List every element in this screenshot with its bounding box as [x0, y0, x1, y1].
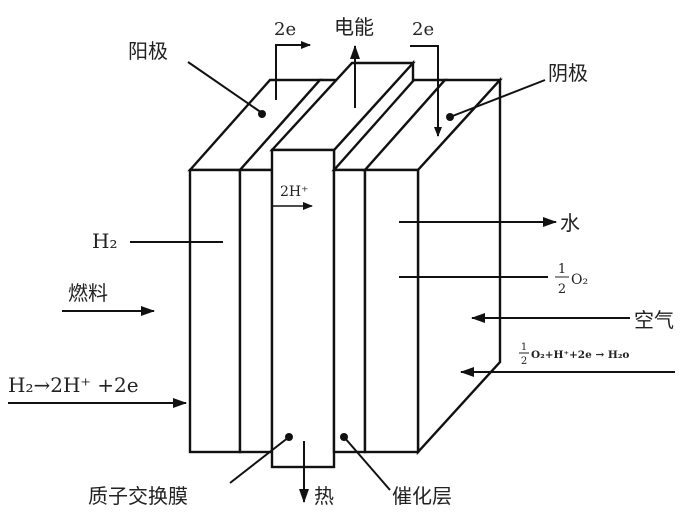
catalyst-layer-label: 催化层: [392, 484, 452, 508]
cathode-dot: [446, 113, 454, 121]
electron-flow-left: 2e: [274, 19, 311, 100]
right-catalyst-layer: [331, 78, 448, 454]
electrons-right-label: 2e: [412, 19, 434, 40]
anode-label: 阳极: [128, 39, 168, 63]
heat-group: 热: [299, 441, 334, 508]
anode-label-group: 阳极: [128, 39, 266, 118]
hydrogen-label: H₂: [92, 229, 117, 253]
fraction-numerator: 1: [558, 262, 566, 277]
arrow-down-icon: [410, 45, 442, 137]
catalyst-label-group: 催化层: [340, 433, 452, 508]
cathode-label: 阴极: [548, 61, 588, 85]
water-group: 水: [399, 211, 580, 235]
fraction-numerator: 1: [521, 342, 527, 353]
proton-flow: 2H⁺: [273, 184, 313, 210]
cathode-reaction-group: 1 2 O₂+H⁺+2e → H₂o: [460, 342, 675, 377]
electrons-left-label: 2e: [274, 19, 296, 40]
air-group: 空气: [471, 308, 674, 332]
arrow-icon: [275, 41, 311, 100]
proton-flow-label: 2H⁺: [280, 184, 309, 200]
membrane-label-group: 质子交换膜: [88, 433, 293, 508]
cathode-label-group: 阴极: [446, 61, 588, 121]
electron-flow-right: 2e: [410, 19, 442, 137]
anode-slab: [187, 78, 323, 454]
air-label: 空气: [634, 308, 674, 332]
water-label: 水: [560, 211, 580, 235]
fuel-group: 燃料: [62, 281, 155, 316]
fraction-denominator: 2: [521, 356, 527, 367]
oxygen-label: O₂: [571, 272, 588, 288]
membrane-label: 质子交换膜: [88, 484, 188, 508]
fraction-denominator: 2: [558, 282, 566, 297]
fuel-label: 燃料: [68, 281, 108, 305]
anode-reaction-label: H₂→2H⁺ +2e: [8, 373, 139, 397]
anode-dot: [258, 110, 266, 118]
electric-energy-group: 电能: [334, 15, 374, 108]
heat-label: 热: [314, 484, 334, 508]
oxygen-group: 1 2 O₂: [399, 262, 588, 297]
electric-energy-label: 电能: [334, 15, 374, 39]
cathode-reaction-label: O₂+H⁺+2e → H₂o: [531, 349, 629, 361]
cathode-slab: [362, 76, 503, 456]
hydrogen-group: H₂: [92, 229, 223, 253]
anode-reaction-group: H₂→2H⁺ +2e: [8, 373, 187, 408]
